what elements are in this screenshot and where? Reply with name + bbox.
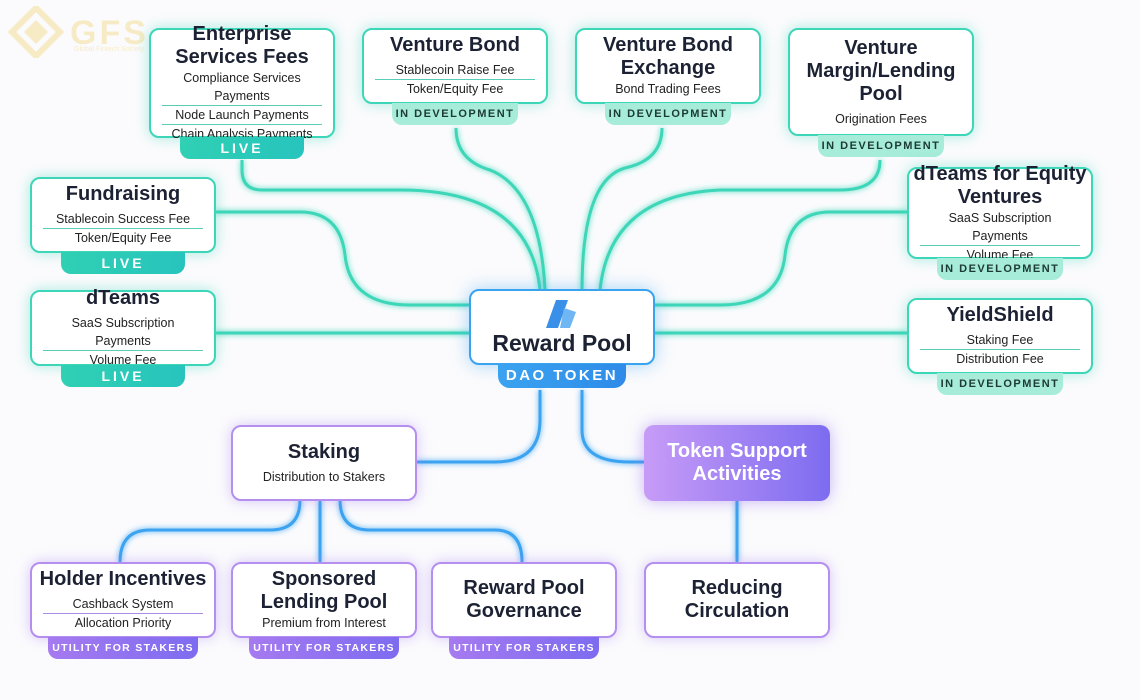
status-badge: IN DEVELOPMENT: [937, 373, 1063, 395]
venture-bond-exchange-node: Venture Bond Exchange Bond Trading Fees: [575, 28, 761, 104]
logo-tagline: Global Fintech Society: [74, 46, 145, 53]
node-item: Stablecoin Raise Fee: [374, 61, 536, 80]
gfs-logo: GFS Global Fintech Society: [7, 3, 168, 61]
sponsored-lending-node: Sponsored Lending Pool Premium from Inte…: [231, 562, 417, 638]
node-item: Origination Fees: [835, 111, 927, 126]
status-badge: UTILITY FOR STAKERS: [48, 637, 198, 659]
gfs-logo-icon: [7, 3, 65, 61]
reducing-circulation-node: Reducing Circulation: [644, 562, 830, 638]
node-title: dTeams for Equity Ventures: [913, 162, 1087, 208]
node-item: Cashback System: [42, 595, 204, 614]
venture-bond-node: Venture Bond Stablecoin Raise Fee Token/…: [362, 28, 548, 104]
node-title: Fundraising: [65, 183, 181, 205]
node-title: Token Support Activities: [667, 440, 807, 485]
node-item: Token/Equity Fee: [74, 231, 172, 245]
token-support-node: Token Support Activities: [644, 425, 830, 501]
status-badge: LIVE: [61, 365, 185, 387]
node-title: Reward Pool Governance: [463, 577, 585, 622]
fundraising-node: Fundraising Stablecoin Success Fee Token…: [30, 177, 216, 253]
node-item: Distribution to Stakers: [262, 469, 386, 484]
connector-enterprise: [240, 160, 542, 291]
logo-text: GFS: [70, 14, 149, 52]
node-title: Sponsored Lending Pool: [260, 568, 388, 613]
staking-node: Staking Distribution to Stakers: [231, 425, 417, 501]
connector-fundraising: [214, 210, 470, 307]
node-title: Staking: [287, 440, 361, 463]
node-title: YieldShield: [946, 304, 1054, 326]
node-item: Stablecoin Success Fee: [42, 210, 204, 229]
node-title: Reducing Circulation: [684, 577, 790, 622]
connector-staking: [416, 390, 542, 464]
connector-governance: [338, 499, 524, 563]
node-title: Holder Incentives: [39, 568, 207, 590]
connector-holder: [118, 499, 302, 563]
status-badge: LIVE: [180, 137, 304, 159]
node-title: Venture Margin/Lending Pool: [806, 36, 956, 105]
node-item: Token/Equity Fee: [406, 82, 504, 96]
connector-venture-bond: [454, 127, 547, 291]
node-item: Node Launch Payments: [161, 106, 323, 125]
node-item: Volume Fee: [89, 353, 157, 367]
node-title: Venture Bond: [389, 34, 520, 56]
connector-venture-bond-exchange: [580, 127, 664, 291]
node-title: Enterprise Services Fees: [175, 23, 309, 68]
status-badge: IN DEVELOPMENT: [392, 103, 518, 125]
holder-incentives-node: Holder Incentives Cashback System Alloca…: [30, 562, 216, 638]
connector-venture-margin: [598, 159, 882, 291]
status-badge: UTILITY FOR STAKERS: [249, 637, 399, 659]
dao-token-badge: DAO TOKEN: [498, 364, 626, 388]
node-title: Reward Pool: [492, 330, 632, 356]
status-badge: IN DEVELOPMENT: [818, 135, 944, 157]
yieldshield-node: YieldShield Staking Fee Distribution Fee: [907, 298, 1093, 374]
status-badge: IN DEVELOPMENT: [605, 103, 731, 125]
status-badge: UTILITY FOR STAKERS: [449, 637, 599, 659]
connector-dteams-equity: [654, 210, 908, 307]
status-badge: LIVE: [61, 252, 185, 274]
node-title: Venture Bond Exchange: [602, 34, 733, 79]
reward-pool-logo-icon: [546, 300, 576, 328]
node-item: Compliance Services Payments: [161, 69, 323, 106]
node-item: SaaS Subscription Payments: [42, 314, 204, 351]
node-item: Allocation Priority: [74, 616, 172, 630]
dteams-equity-node: dTeams for Equity Ventures SaaS Subscrip…: [907, 163, 1093, 262]
venture-margin-node: Venture Margin/Lending Pool Origination …: [788, 28, 974, 136]
reward-pool-node: Reward Pool: [469, 289, 655, 365]
reward-governance-node: Reward Pool Governance: [431, 562, 617, 638]
dteams-node: dTeams SaaS Subscription Payments Volume…: [30, 287, 216, 367]
node-title: dTeams: [85, 287, 161, 309]
node-item: Bond Trading Fees: [615, 82, 721, 96]
node-item: SaaS Subscription Payments: [919, 209, 1081, 246]
node-item: Staking Fee: [919, 331, 1081, 350]
enterprise-services-node: Enterprise Services Fees Compliance Serv…: [149, 23, 335, 141]
connector-token-support: [580, 390, 645, 464]
status-badge: IN DEVELOPMENT: [937, 258, 1063, 280]
node-item: Distribution Fee: [956, 352, 1044, 366]
node-item: Premium from Interest: [262, 616, 386, 630]
